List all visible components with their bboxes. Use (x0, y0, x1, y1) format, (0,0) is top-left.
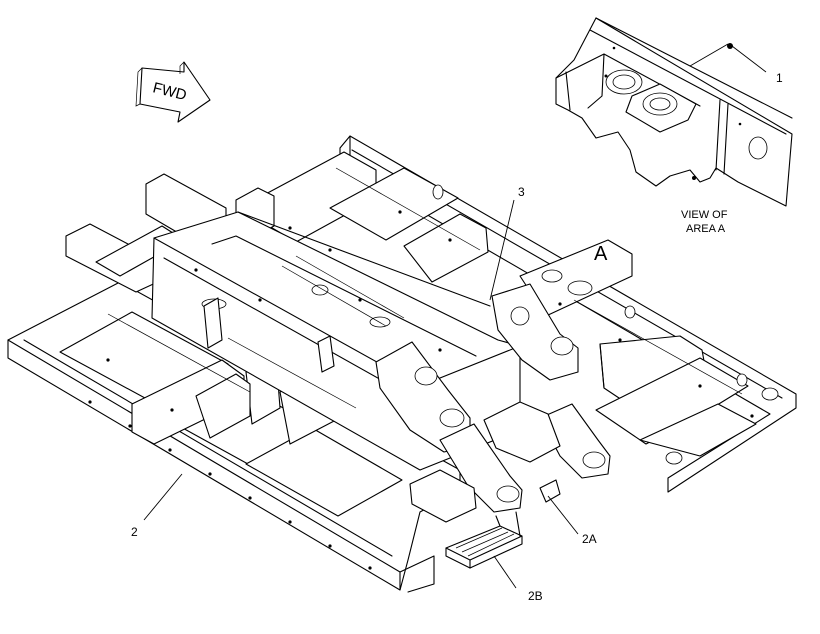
callout-2a: 2A (547, 495, 597, 546)
detail-view-area-a: VIEW OF AREA A (555, 17, 793, 235)
callout-label-1: 1 (776, 71, 783, 85)
rail-bolt-holes (88, 210, 754, 570)
callout-label-2a: 2A (582, 532, 597, 546)
callout-label-2b: 2B (528, 589, 543, 603)
callout-1: 1 (689, 43, 783, 85)
callout-2b: 2B (493, 555, 543, 603)
detail-caption-line2: AREA A (686, 223, 726, 235)
callout-label-3: 3 (518, 185, 525, 199)
mainframe-drawing (7, 135, 797, 593)
callout-3: 3 (489, 185, 525, 301)
callout-2: 2 (131, 473, 183, 539)
forward-arrow-icon: FWD (135, 61, 211, 123)
area-a-marker: A (594, 243, 608, 265)
detail-caption-line1: VIEW OF (681, 209, 728, 221)
callout-label-2: 2 (131, 525, 138, 539)
